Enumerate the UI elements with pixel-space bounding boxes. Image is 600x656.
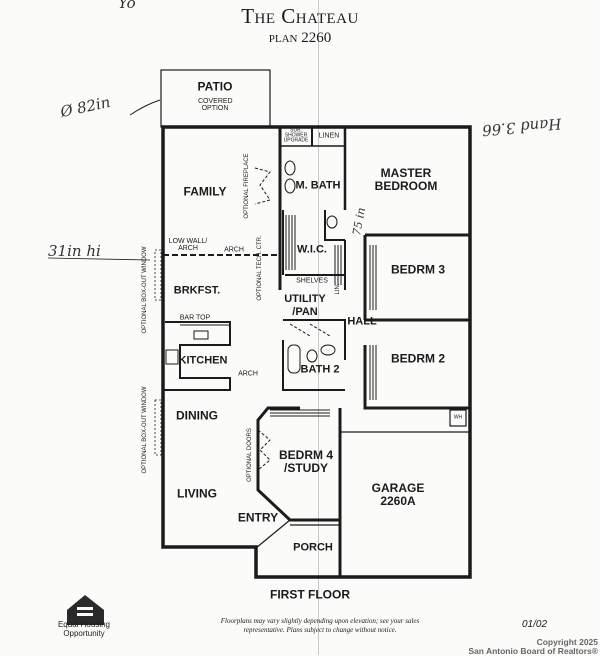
room-garage: GARAGE 2260A bbox=[371, 481, 425, 508]
page-fold-line bbox=[318, 0, 319, 655]
room-dining: DINING bbox=[176, 408, 218, 423]
room-bedroom-3: BEDRM 3 bbox=[390, 262, 446, 277]
handwritten-note-31in: 31in hi bbox=[48, 242, 101, 260]
plan-title: The Chateau bbox=[241, 4, 359, 28]
copyright-line-1: Copyright 2025 bbox=[536, 637, 598, 647]
room-bedroom-4-study: BEDRM 4 /STUDY bbox=[278, 448, 333, 475]
handwritten-stroke bbox=[47, 257, 151, 261]
room-living: LIVING bbox=[176, 486, 218, 501]
disclaimer: Floorplans may vary slightly depending u… bbox=[220, 617, 420, 634]
equal-housing-label: Equal Housing Opportunity bbox=[57, 620, 111, 638]
label-optional-tech-center: OPTIONAL TECH. CTR. bbox=[257, 235, 263, 301]
label-arch-kitchen: ARCH bbox=[238, 370, 258, 378]
handwritten-note-top: Yo bbox=[118, 0, 136, 12]
handwritten-stroke bbox=[129, 99, 161, 116]
room-bath-2: BATH 2 bbox=[300, 363, 340, 376]
label-optional-box-out-window-2: OPTIONAL BOX-OUT WINDOW bbox=[142, 386, 148, 474]
label-low-wall-arch: LOW WALL/ ARCH bbox=[168, 238, 208, 252]
room-kitchen: KITCHEN bbox=[178, 354, 228, 367]
label-shelves: SHELVES bbox=[296, 277, 328, 285]
label-optional-fireplace: OPTIONAL FIREPLACE bbox=[244, 153, 250, 219]
room-family: FAMILY bbox=[183, 184, 227, 199]
label-linen: LINEN bbox=[318, 132, 340, 140]
room-master-bedroom: MASTER BEDROOM bbox=[374, 166, 438, 193]
label-optional-box-out-window-1: OPTIONAL BOX-OUT WINDOW bbox=[142, 246, 148, 334]
label-linen-closet: LIN. bbox=[335, 283, 341, 295]
closet-shelves bbox=[270, 215, 377, 417]
label-arch-family: ARCH bbox=[224, 246, 244, 254]
patio-note: COVERED OPTION bbox=[198, 98, 233, 112]
label-bar-top: BAR TOP bbox=[179, 314, 211, 322]
room-hall: HALL bbox=[347, 315, 377, 328]
equal-housing-logo bbox=[67, 595, 104, 625]
floor-label: FIRST FLOOR bbox=[270, 587, 350, 602]
room-porch: PORCH bbox=[293, 541, 333, 554]
room-utility-pantry: UTILITY /PAN bbox=[284, 293, 326, 318]
plan-date: 01/02 bbox=[522, 619, 548, 630]
room-patio: PATIO bbox=[197, 79, 233, 94]
room-breakfast: BRKFST. bbox=[173, 284, 221, 297]
room-entry: ENTRY bbox=[237, 510, 279, 525]
plan-number: plan 2260 bbox=[268, 30, 332, 46]
label-optional-doors: OPTIONAL DOORS bbox=[247, 428, 253, 482]
room-walk-in-closet: W.I.C. bbox=[297, 243, 327, 256]
copyright: Copyright 2025 San Antonio Board of Real… bbox=[468, 638, 598, 656]
label-water-heater: WH bbox=[453, 414, 463, 421]
outer-walls bbox=[161, 125, 472, 579]
copyright-line-2: San Antonio Board of Realtors® bbox=[468, 646, 598, 656]
room-bedroom-2: BEDRM 2 bbox=[390, 351, 446, 366]
label-sub-shower: SUB. SHOWER UPGRADE bbox=[283, 127, 309, 144]
room-master-bath: M. BATH bbox=[295, 179, 341, 192]
